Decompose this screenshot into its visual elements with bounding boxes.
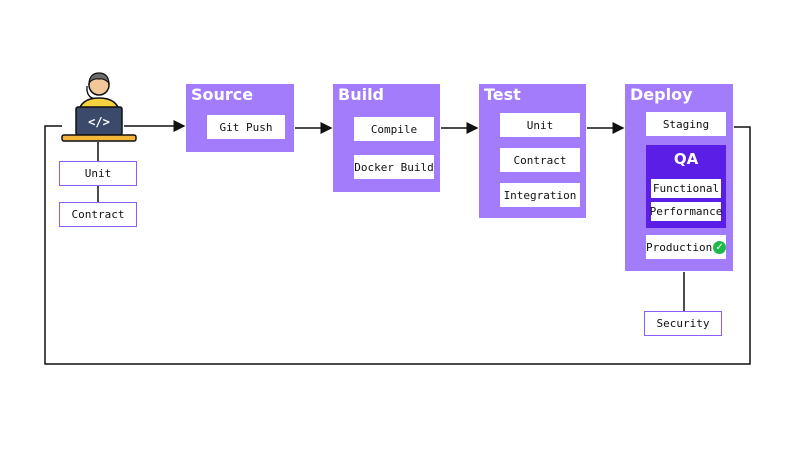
step-functional: Functional [651,179,721,198]
step-docker-build: Docker Build [354,155,434,179]
stage-deploy: Deploy Staging QA Functional Performance… [625,84,733,271]
stage-build-title: Build [338,85,385,104]
stage-test: Test Unit Contract Integration [479,84,586,218]
stage-source: Source Git Push [186,84,294,152]
qa-group: QA Functional Performance [646,145,726,228]
step-integration: Integration [500,183,580,207]
developer-icon: </> [60,70,138,144]
check-circle-icon: ✓ [713,240,726,254]
step-compile: Compile [354,117,434,141]
step-unit: Unit [500,113,580,137]
qa-title: QA [673,150,699,168]
step-security: Security [644,311,722,336]
stage-deploy-title: Deploy [630,85,693,104]
production-label: Production [646,240,713,254]
stage-build: Build Compile Docker Build [333,84,440,192]
developer-contract-test: Contract [59,202,137,227]
step-production: Production✓ [646,235,726,259]
code-glyph: </> [88,115,110,129]
step-git-push: Git Push [207,115,285,139]
feedback-loop-line [44,125,751,365]
stage-test-title: Test [484,85,521,104]
step-performance: Performance [650,202,722,221]
developer-unit-test: Unit [59,161,137,186]
stage-source-title: Source [191,85,254,104]
step-staging: Staging [646,112,726,136]
step-contract: Contract [500,148,580,172]
